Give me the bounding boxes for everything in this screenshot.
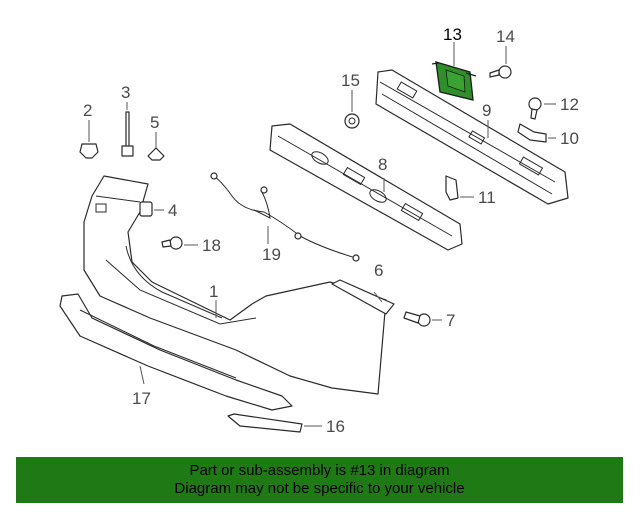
lower-valance-part[interactable] [59,293,293,411]
callout-15: 15 [341,71,360,90]
grommet-part-4[interactable] [139,201,153,217]
clip-part-2[interactable] [79,143,99,159]
banner-line-1: Part or sub-assembly is #13 in diagram [189,462,450,479]
callout-7: 7 [446,311,455,330]
callout-4: 4 [168,201,177,220]
reinforcement-beam-part[interactable] [375,69,569,205]
callout-10: 10 [560,129,579,148]
callout-6: 6 [374,261,383,280]
wiring-harness-part[interactable] [210,172,360,262]
callout-numbers: 1 2 3 4 5 6 7 8 9 10 11 12 13 14 15 16 1… [83,25,579,436]
banner-line-2: Diagram may not be specific to your vehi… [174,480,465,497]
bracket-part-11[interactable] [445,175,459,201]
callout-19: 19 [262,245,281,264]
bolt-part-14[interactable] [489,65,512,79]
callout-2: 2 [83,101,92,120]
bolt-part-7[interactable] [403,311,431,327]
trim-strip-part[interactable] [331,279,395,315]
callout-18: 18 [202,236,221,255]
screw-part-18[interactable] [161,236,183,250]
callout-13: 13 [443,25,462,44]
bracket-part-10[interactable] [517,123,547,143]
callout-12: 12 [560,95,579,114]
callout-16: 16 [326,417,345,436]
energy-absorber-part[interactable] [269,123,463,251]
callout-5: 5 [150,113,159,132]
callout-11: 11 [478,188,496,207]
clip-part-15[interactable] [344,113,360,129]
bolt-part-12[interactable] [528,97,542,120]
callout-8: 8 [378,155,387,174]
callout-3: 3 [121,83,130,102]
callout-1: 1 [209,282,218,301]
callout-14: 14 [496,27,515,46]
callout-9: 9 [482,101,491,120]
bracket-part-13-highlighted[interactable] [431,61,477,101]
leader-lines [88,42,556,427]
callout-17: 17 [132,389,151,408]
info-banner: Part or sub-assembly is #13 in diagram D… [16,457,623,503]
stud-part-3[interactable] [121,111,134,157]
clip-part-5[interactable] [147,147,165,161]
parts-diagram: 1 2 3 4 5 6 7 8 9 10 11 12 13 14 15 16 1… [59,25,579,436]
moulding-strip-part[interactable] [227,413,303,433]
